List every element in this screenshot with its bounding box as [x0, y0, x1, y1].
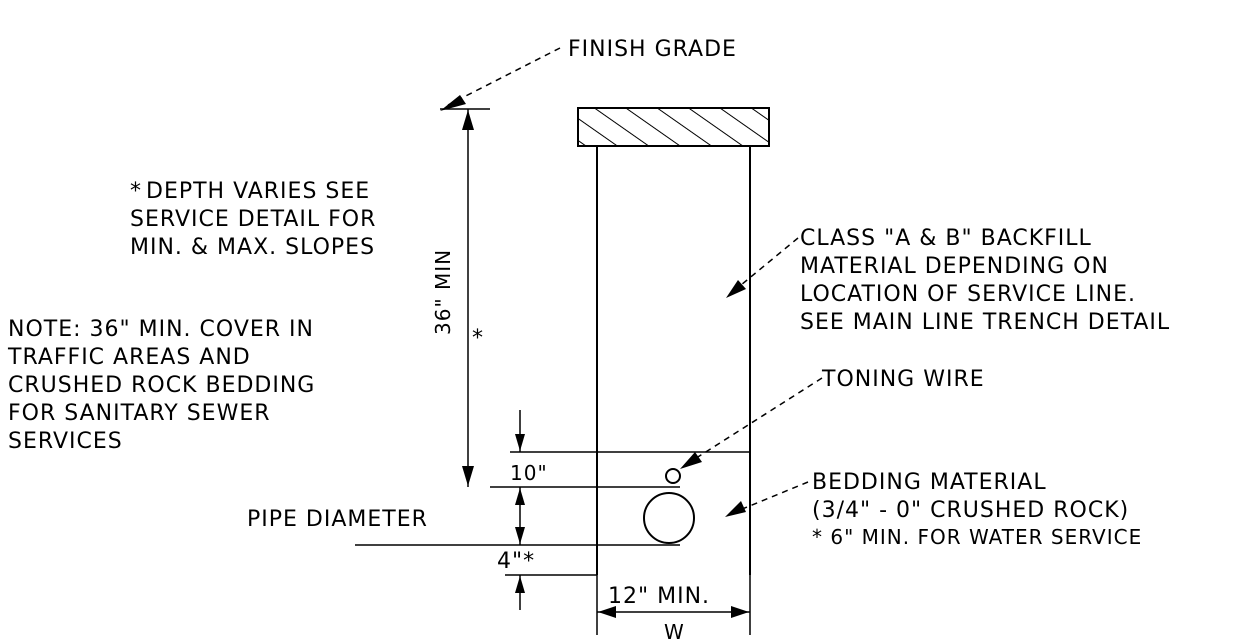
backfill-arrowhead	[726, 280, 746, 298]
cover-note-line-1: NOTE: 36" MIN. COVER IN	[8, 317, 314, 342]
depth-arrow-top	[462, 110, 474, 130]
backfill-note-line-2: MATERIAL DEPENDING ON	[800, 254, 1109, 279]
surface-pavement-block	[577, 107, 770, 147]
toning-wire-leader	[689, 377, 823, 463]
width-arrow-right	[731, 606, 749, 618]
cover-note-line-4: FOR SANITARY SEWER	[8, 401, 271, 426]
finish-grade-label: FINISH GRADE	[568, 37, 737, 62]
depth-note-line-1: DEPTH VARIES SEE	[146, 179, 370, 204]
pipe-symbol	[643, 492, 695, 544]
bedding-leader	[734, 481, 809, 513]
cover-note-line-3: CRUSHED ROCK BEDDING	[8, 373, 315, 398]
bedding-note-line-1: BEDDING MATERIAL	[812, 470, 1047, 495]
bedding-arrowhead	[725, 501, 746, 517]
toning-wire-label: TONING WIRE	[821, 367, 985, 392]
bedding-note-line-2: (3/4" - 0" CRUSHED ROCK)	[812, 498, 1129, 523]
backfill-leader	[734, 237, 799, 291]
pipe-diameter-label: PIPE DIAMETER	[247, 507, 428, 532]
cover-note-line-2: TRAFFIC AREAS AND	[7, 345, 251, 370]
toning-wire-symbol	[665, 468, 681, 484]
finish-grade-leader	[447, 47, 561, 106]
small-dim-arrow-c	[515, 527, 525, 544]
width-arrow-left	[598, 606, 616, 618]
below-pipe-label: 4"*	[497, 549, 535, 574]
depth-note-line-3: MIN. & MAX. SLOPES	[130, 235, 375, 260]
backfill-note-line-1: CLASS "A & B" BACKFILL	[800, 226, 1092, 251]
small-dim-arrow-d	[515, 576, 525, 593]
above-pipe-label: 10"	[510, 461, 548, 485]
toning-wire-arrowhead	[680, 452, 702, 469]
depth-star: *	[472, 326, 484, 351]
backfill-note-line-4: SEE MAIN LINE TRENCH DETAIL	[800, 310, 1170, 335]
width-symbol-label: W	[664, 620, 685, 639]
depth-note-line-2: SERVICE DETAIL FOR	[130, 207, 376, 232]
small-dim-arrow-a	[515, 434, 525, 451]
depth-min-label: 36" MIN	[431, 249, 455, 335]
cover-note-line-5: SERVICES	[8, 429, 123, 454]
small-dim-arrow-b	[515, 488, 525, 505]
finish-grade-arrowhead	[440, 95, 466, 111]
depth-note-asterisk: *	[130, 179, 142, 204]
bedding-note-line-3: * 6" MIN. FOR WATER SERVICE	[812, 525, 1142, 549]
depth-arrow-bottom	[462, 466, 474, 486]
trench-width-label: 12" MIN.	[608, 584, 710, 609]
backfill-note-line-3: LOCATION OF SERVICE LINE.	[800, 282, 1136, 307]
